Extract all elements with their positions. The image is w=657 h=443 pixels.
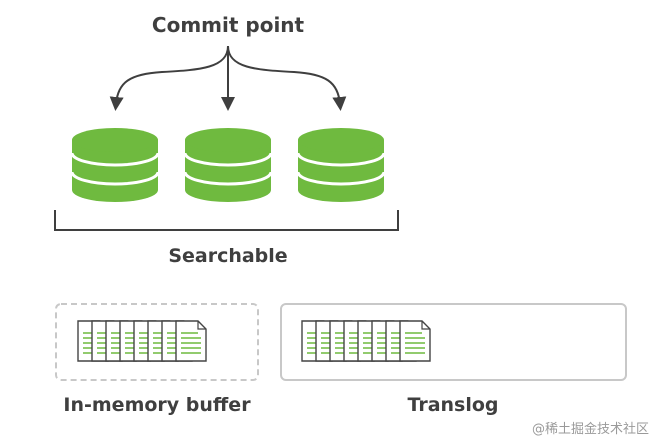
searchable-label: Searchable — [168, 245, 287, 267]
searchable-bracket — [54, 210, 399, 231]
buffer-documents — [77, 320, 207, 362]
in-memory-buffer-label: In-memory buffer — [63, 394, 251, 416]
document-icon — [399, 320, 431, 362]
commit-arrows — [109, 45, 347, 111]
segments-group — [70, 126, 386, 204]
segment-1-icon — [70, 126, 160, 204]
document-icon — [175, 320, 207, 362]
commit-point-label: Commit point — [152, 13, 305, 37]
arrow-to-segment-3 — [227, 45, 347, 111]
watermark: @稀土掘金技术社区 — [531, 422, 649, 437]
segment-3-icon — [296, 126, 386, 204]
translog-documents — [301, 320, 431, 362]
segment-2-icon — [183, 126, 273, 204]
arrow-to-segment-1 — [109, 45, 229, 111]
translog-label: Translog — [407, 394, 498, 416]
